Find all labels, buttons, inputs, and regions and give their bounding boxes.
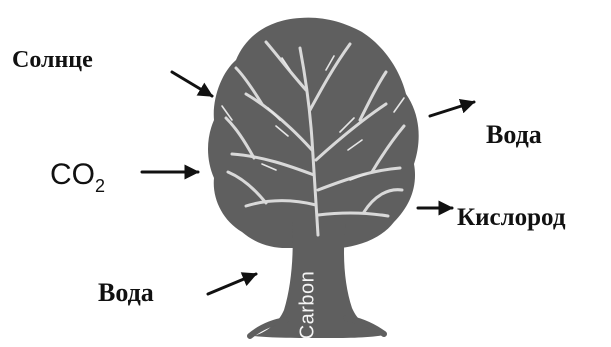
co2-main: CO — [50, 158, 95, 191]
label-sun: Солнце — [12, 48, 93, 72]
arrow-water-out — [430, 102, 474, 116]
label-oxygen: Кислород — [457, 205, 565, 230]
co2-subscript: 2 — [95, 176, 105, 196]
arrow-sun — [172, 72, 212, 96]
label-water-out: Вода — [486, 122, 542, 148]
trunk-label: Carbon — [297, 271, 320, 340]
arrow-water-in — [208, 274, 256, 294]
label-water-in: Вода — [98, 280, 154, 306]
label-co2: CO2 — [50, 160, 105, 195]
